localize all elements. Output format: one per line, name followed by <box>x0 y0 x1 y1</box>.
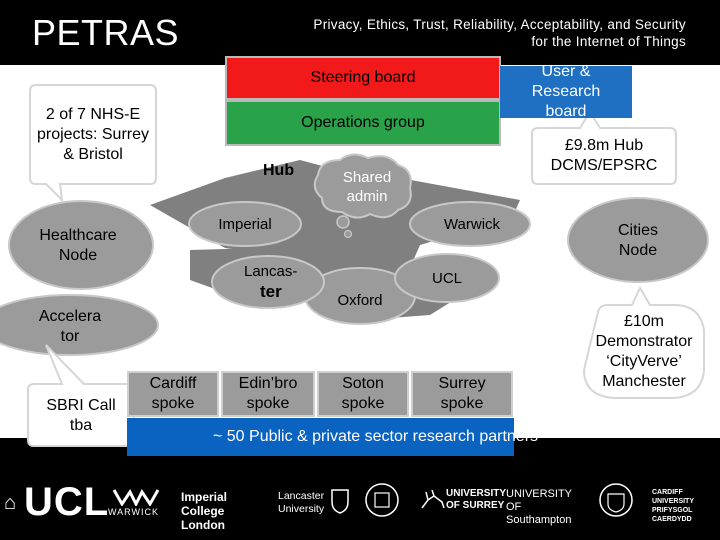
edinburgh-crest-icon <box>598 482 634 518</box>
node-lancaster-part2: ter <box>260 282 282 301</box>
soton-spoke-shape <box>317 371 409 417</box>
node-ucl: UCL <box>431 269 462 287</box>
steering-board-box: Steering board <box>225 56 501 100</box>
page-subtitle: Privacy, Ethics, Trust, Reliability, Acc… <box>313 17 686 49</box>
surrey-stag-icon <box>420 489 446 510</box>
cloud-dot-small <box>343 229 353 239</box>
ucl-portico-icon: ⌂ <box>4 492 17 514</box>
cloud-dot-large <box>336 215 350 229</box>
shared-admin-cloud <box>313 153 412 219</box>
hub-funding-text: £9.8m Hub DCMS/EPSRC <box>550 137 658 174</box>
accelerator-bubble <box>0 294 159 356</box>
logo-lancaster: Lancaster University <box>278 490 325 515</box>
oxford-crest-icon <box>364 482 400 518</box>
ucl-bubble <box>394 253 500 303</box>
soton-spoke: Soton spoke <box>341 375 385 412</box>
edinburgh-spoke-shape <box>221 371 315 417</box>
user-research-board-label: User & Research board <box>531 66 601 118</box>
logo-warwick: WARWICK <box>108 507 159 517</box>
lancaster-bubble <box>211 255 325 309</box>
operations-group-box: Operations group <box>225 100 501 146</box>
lancaster-crest-icon <box>330 488 350 514</box>
title-bar <box>0 0 720 65</box>
node-imperial: Imperial <box>218 215 272 233</box>
hub-funding-callout-shape <box>531 110 677 185</box>
surrey-spoke-shape <box>411 371 513 417</box>
healthcare-bubble <box>8 200 154 290</box>
cardiff-spoke: Cardiff spoke <box>149 375 197 412</box>
demonstrator-callout-text: £10m Demonstrator ‘CityVerve’ Manchester <box>595 313 693 390</box>
healthcare-node-label: Healthcare Node <box>39 227 117 264</box>
page-title: PETRAS <box>32 12 180 53</box>
demonstrator-callout-shape <box>582 285 705 399</box>
imperial-bubble <box>188 201 302 247</box>
logo-ucl: UCL <box>24 480 110 524</box>
partners-label: ~ 50 Public & private sector research pa… <box>212 428 539 445</box>
nhs-callout-shape <box>29 84 157 203</box>
cardiff-spoke-shape <box>127 371 219 417</box>
logo-surrey: UNIVERSITY OF SURREY <box>446 488 506 511</box>
logo-cardiff: CARDIFF UNIVERSITY PRIFYSGOL CAERDYDD <box>652 489 694 523</box>
user-research-board-box: User & Research board <box>500 66 632 118</box>
warwick-crest-icon <box>112 488 160 508</box>
shared-admin-label: Shared admin <box>342 169 392 205</box>
logo-southampton: UNIVERSITY OF Southampton <box>506 488 572 526</box>
operations-group-label: Operations group <box>301 114 425 131</box>
sbri-callout-text: SBRI Call tba <box>46 397 116 434</box>
steering-board-label: Steering board <box>310 69 416 86</box>
cities-bubble <box>567 197 709 283</box>
node-lancaster-part1: Lancas- <box>244 263 298 280</box>
warwick-bubble <box>409 201 531 247</box>
surrey-spoke: Surrey spoke <box>438 375 486 412</box>
hub-label: Hub <box>263 162 295 179</box>
nhs-callout-text: 2 of 7 NHS-E projects: Surrey & Bristol <box>36 106 150 163</box>
node-oxford: Oxford <box>337 291 383 309</box>
partners-bar: ~ 50 Public & private sector research pa… <box>127 418 538 456</box>
logo-imperial: Imperial College London <box>181 490 228 532</box>
cities-node-label: Cities Node <box>617 222 658 259</box>
node-warwick: Warwick <box>443 215 501 233</box>
accelerator-label: Accelerator <box>38 308 102 345</box>
edinburgh-spoke: Edin’bro spoke <box>238 375 298 412</box>
